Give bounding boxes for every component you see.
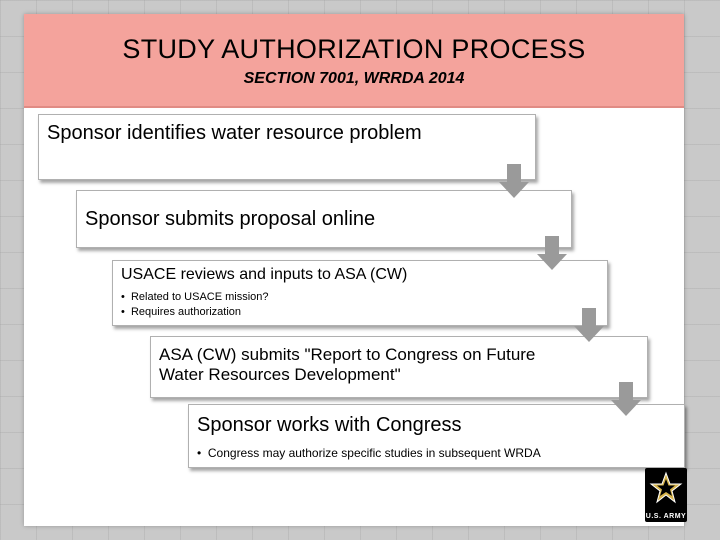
step-3-bullets: Related to USACE mission? Requires autho… (121, 290, 599, 320)
step-3-text: USACE reviews and inputs to ASA (CW) (121, 266, 408, 283)
step-5-text: Sponsor works with Congress (197, 414, 462, 436)
slide-title: STUDY AUTHORIZATION PROCESS (122, 34, 586, 64)
logo-label: U.S. ARMY (645, 513, 687, 520)
process-step-5: Sponsor works with Congress Congress may… (188, 404, 685, 468)
step-5-bullet-1: Congress may authorize specific studies … (197, 446, 676, 461)
process-step-2: Sponsor submits proposal online (76, 190, 572, 248)
army-star-icon (649, 471, 683, 504)
process-step-1: Sponsor identifies water resource proble… (38, 114, 536, 180)
down-arrow-icon (499, 164, 529, 198)
process-step-4: ASA (CW) submits "Report to Congress on … (150, 336, 648, 398)
step-5-bullets: Congress may authorize specific studies … (197, 446, 676, 461)
slide-header: STUDY AUTHORIZATION PROCESS SECTION 7001… (24, 14, 684, 108)
step-4-text: ASA (CW) submits "Report to Congress on … (159, 345, 536, 385)
us-army-logo: U.S. ARMY (645, 468, 687, 522)
step-3-bullet-1: Related to USACE mission? (121, 290, 599, 305)
step-3-bullet-2: Requires authorization (121, 305, 599, 320)
slide-subtitle: SECTION 7001, WRRDA 2014 (243, 70, 465, 87)
down-arrow-icon (574, 308, 604, 342)
step-2-text: Sponsor submits proposal online (85, 208, 376, 230)
process-step-3: USACE reviews and inputs to ASA (CW) Rel… (112, 260, 608, 326)
down-arrow-icon (611, 382, 641, 416)
down-arrow-icon (537, 236, 567, 270)
step-1-text: Sponsor identifies water resource proble… (47, 122, 422, 144)
